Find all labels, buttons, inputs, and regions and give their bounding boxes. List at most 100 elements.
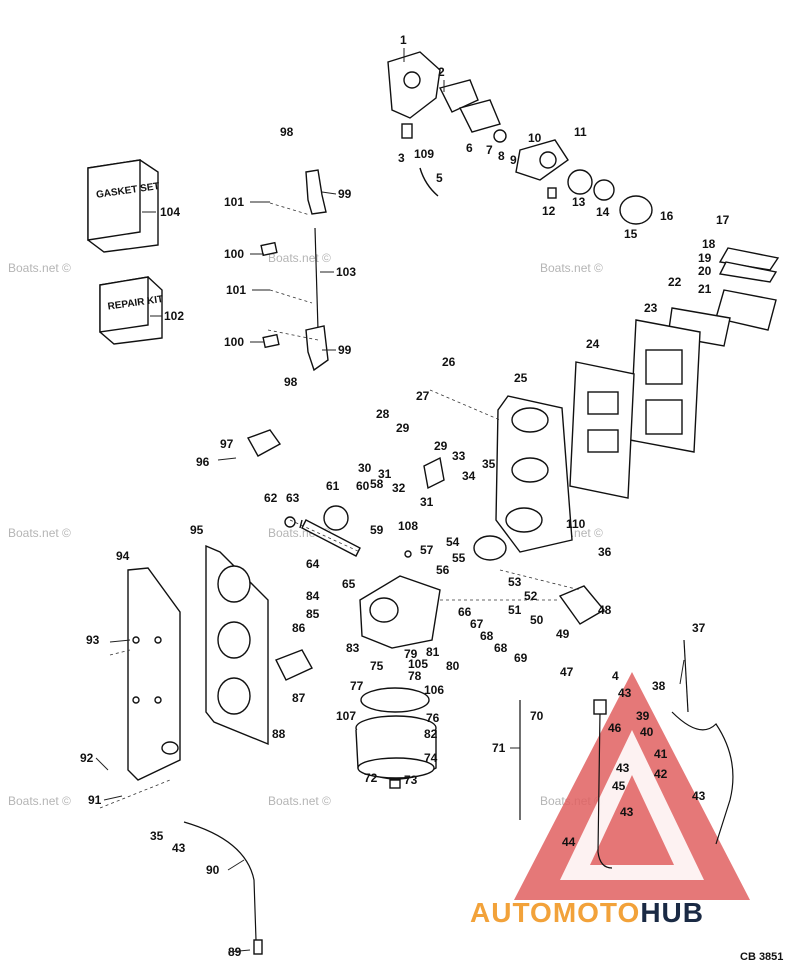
part-label-68a: 68: [480, 629, 494, 643]
part-label-79: 79: [404, 647, 418, 661]
part-label-18: 18: [702, 237, 716, 251]
part-label-99a: 99: [338, 187, 352, 201]
part-label-99b: 99: [338, 343, 352, 357]
part-label-110: 110: [566, 517, 586, 531]
part-label-43e: 43: [172, 841, 186, 855]
part-label-43b: 43: [616, 761, 630, 775]
part-label-96: 96: [196, 455, 210, 469]
part-label-5: 5: [436, 171, 443, 185]
part-label-91: 91: [88, 793, 102, 807]
part-label-31a: 31: [378, 467, 392, 481]
part-label-31b: 31: [420, 495, 434, 509]
part-label-34: 34: [462, 469, 476, 483]
part-label-1: 1: [400, 33, 407, 47]
watermark-text: Boats.net ©: [8, 794, 71, 808]
brand-text: AUTOMOTOHUB: [470, 897, 704, 928]
part-label-90: 90: [206, 863, 220, 877]
part-label-51: 51: [508, 603, 522, 617]
part-label-14: 14: [596, 205, 610, 219]
part-label-73: 73: [404, 773, 418, 787]
part-label-101b: 101: [226, 283, 246, 297]
part-label-89: 89: [228, 945, 242, 959]
float-bowl: [355, 687, 437, 789]
part-label-9: 9: [510, 153, 517, 167]
part-label-24: 24: [586, 337, 600, 351]
brand-part1: AUTOMOTO: [470, 897, 640, 928]
part-label-6: 6: [466, 141, 473, 155]
part-label-15: 15: [624, 227, 638, 241]
part-label-40: 40: [640, 725, 654, 739]
part-label-13: 13: [572, 195, 586, 209]
part-label-36: 36: [598, 545, 612, 559]
part-label-39: 39: [636, 709, 650, 723]
part-label-10: 10: [528, 131, 542, 145]
part-label-67: 67: [470, 617, 484, 631]
part-label-21: 21: [698, 282, 712, 296]
linkage-rod-assembly: [260, 169, 329, 372]
part-label-86: 86: [292, 621, 306, 635]
part-label-20: 20: [698, 264, 712, 278]
part-label-28: 28: [376, 407, 390, 421]
part-label-43d: 43: [692, 789, 706, 803]
part-label-42: 42: [654, 767, 668, 781]
part-label-72: 72: [364, 771, 378, 785]
part-label-105: 105: [408, 657, 428, 671]
part-label-103: 103: [336, 265, 356, 279]
repair-kit-box: REPAIR KIT: [99, 276, 164, 345]
part-label-98b: 98: [284, 375, 298, 389]
part-label-17: 17: [716, 213, 730, 227]
carburetor-body: [275, 505, 441, 681]
part-label-93: 93: [86, 633, 100, 647]
part-label-97: 97: [220, 437, 234, 451]
part-label-48: 48: [598, 603, 612, 617]
part-label-49: 49: [556, 627, 570, 641]
part-label-50: 50: [530, 613, 544, 627]
part-label-94: 94: [116, 549, 130, 563]
part-label-69: 69: [514, 651, 528, 665]
part-label-109: 109: [414, 147, 434, 161]
part-label-64: 64: [306, 557, 320, 571]
part-label-102: 102: [164, 309, 184, 323]
manifold-cover: [127, 544, 269, 781]
part-label-35a: 35: [482, 457, 496, 471]
part-label-46: 46: [608, 721, 622, 735]
part-label-104: 104: [160, 205, 180, 219]
part-label-76: 76: [426, 711, 440, 725]
logo-triangle-core: [590, 775, 674, 865]
part-label-4: 4: [612, 669, 619, 683]
part-label-44: 44: [562, 835, 576, 849]
watermark-text: Boats.net ©: [268, 251, 331, 265]
part-label-32: 32: [392, 481, 406, 495]
part-label-87: 87: [292, 691, 306, 705]
part-label-19: 19: [698, 251, 712, 265]
part-label-61: 61: [326, 479, 340, 493]
part-label-85: 85: [306, 607, 320, 621]
part-label-3: 3: [398, 151, 405, 165]
part-label-29a: 29: [396, 421, 410, 435]
part-label-63: 63: [286, 491, 300, 505]
part-label-68b: 68: [494, 641, 508, 655]
part-label-71: 71: [492, 741, 506, 755]
part-label-33: 33: [452, 449, 466, 463]
part-label-58: 58: [370, 477, 384, 491]
part-label-98a: 98: [280, 125, 294, 139]
part-label-65: 65: [342, 577, 356, 591]
part-label-82: 82: [424, 727, 438, 741]
part-label-2: 2: [438, 65, 445, 79]
part-label-35b: 35: [150, 829, 164, 843]
fuel-hoses: [183, 639, 734, 955]
part-label-70: 70: [530, 709, 544, 723]
part-label-57: 57: [420, 543, 434, 557]
part-label-108: 108: [398, 519, 418, 533]
small-parts: [99, 329, 606, 809]
automotohub-logo: AUTOMOTOHUB: [470, 672, 750, 928]
part-label-41: 41: [654, 747, 668, 761]
part-label-106: 106: [424, 683, 444, 697]
part-label-56: 56: [436, 563, 450, 577]
part-label-74: 74: [424, 751, 438, 765]
brand-part2: HUB: [640, 897, 704, 928]
watermark-text: Boats.net ©: [8, 261, 71, 275]
part-label-88: 88: [272, 727, 286, 741]
part-label-83: 83: [346, 641, 360, 655]
